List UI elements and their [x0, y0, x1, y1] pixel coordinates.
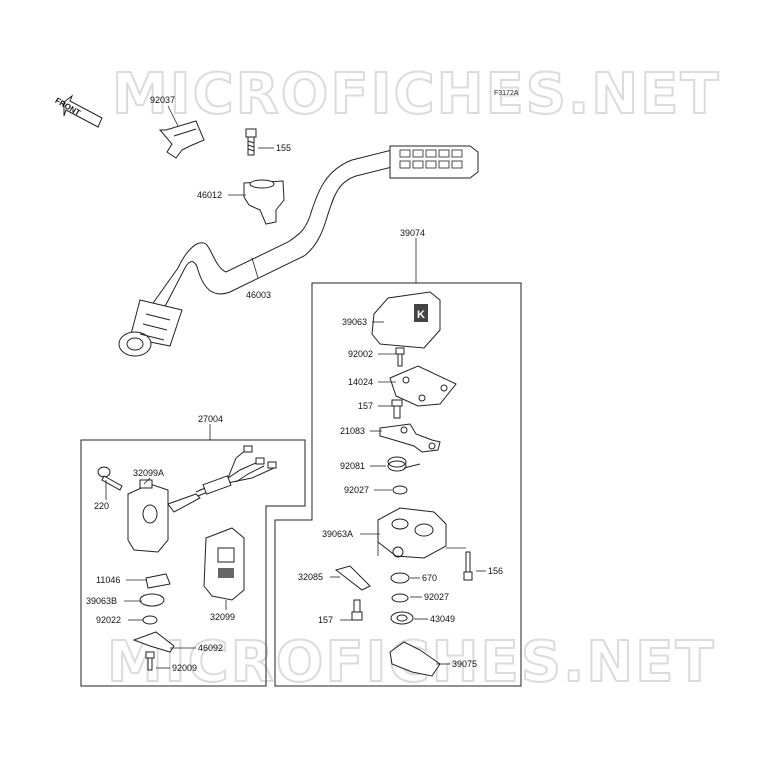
washer-92022	[142, 615, 158, 625]
housing-39063A	[377, 507, 447, 559]
label-11046: 11046	[96, 575, 121, 585]
label-46012: 46012	[197, 190, 223, 200]
spring-92081	[387, 456, 421, 472]
plate-21083	[379, 423, 441, 453]
label-39063A: 39063A	[322, 529, 354, 539]
label-220: 220	[94, 501, 110, 511]
label-14024: 14024	[348, 377, 374, 387]
label-92022: 92022	[96, 615, 122, 625]
left-grip	[118, 299, 183, 357]
label-157b: 157	[318, 615, 334, 625]
cover-39063: K	[371, 291, 441, 349]
lever-39075	[389, 641, 441, 677]
gasket-14024	[389, 365, 457, 407]
screw-157a	[391, 399, 403, 419]
label-27004: 27004	[198, 414, 224, 424]
label-39075: 39075	[452, 659, 478, 669]
label-157a: 157	[358, 401, 374, 411]
label-92009: 92009	[172, 663, 198, 673]
label-92037: 92037	[150, 95, 176, 105]
label-92027b: 92027	[424, 592, 450, 602]
box-starter-switch	[80, 439, 306, 687]
washer-92027a	[392, 485, 408, 495]
leader-lines	[105, 105, 486, 669]
lever-46092	[132, 631, 175, 653]
switch-32099A	[127, 479, 201, 553]
seal-43049	[390, 611, 414, 625]
label-39074: 39074	[400, 228, 426, 238]
button-32099	[203, 527, 245, 601]
lever-32085	[334, 565, 371, 591]
label-92027a: 92027	[344, 485, 370, 495]
label-32099A: 32099A	[133, 468, 165, 478]
screw-92009	[145, 651, 155, 671]
label-32099: 32099	[210, 612, 236, 622]
label-21083: 21083	[340, 426, 366, 436]
label-156: 156	[488, 566, 504, 576]
screw-220	[97, 466, 123, 491]
bolt-155	[245, 128, 257, 156]
label-155: 155	[276, 143, 292, 153]
svg-text:K: K	[417, 309, 425, 321]
right-grip	[389, 145, 479, 179]
label-670: 670	[422, 573, 438, 583]
bolt-156	[463, 551, 473, 581]
screw-157b	[351, 599, 363, 621]
label-46092: 46092	[198, 643, 224, 653]
knob-39063B	[139, 593, 165, 607]
box-switch-assembly	[274, 282, 522, 687]
screw-92002	[395, 347, 405, 367]
front-arrow-icon	[63, 94, 103, 128]
holder-46012	[243, 180, 285, 225]
label-39063: 39063	[342, 317, 368, 327]
figure-ref: F3172A	[494, 90, 519, 97]
washer-92027b	[391, 593, 409, 603]
label-92081: 92081	[340, 461, 366, 471]
label-39063B: 39063B	[86, 596, 118, 606]
clip-92037	[158, 120, 205, 159]
label-92002: 92002	[348, 349, 374, 359]
label-32085: 32085	[298, 572, 324, 582]
oring-670	[390, 572, 410, 584]
label-46003: 46003	[246, 290, 272, 300]
plate-11046	[145, 573, 171, 589]
wire-harness	[195, 445, 277, 497]
label-43049: 43049	[430, 614, 456, 624]
